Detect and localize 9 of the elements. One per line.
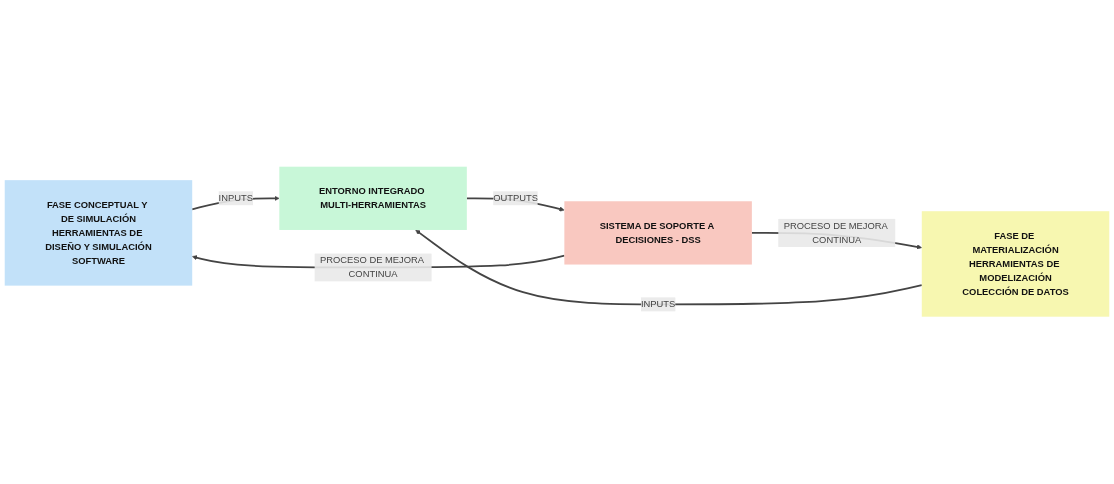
node-box: SISTEMA DE SOPORTE A DECISIONES - DSS (564, 201, 752, 265)
edge-label: INPUTS (218, 193, 253, 204)
node-box: ENTORNO INTEGRADO MULTI-HERRAMIENTAS (279, 167, 467, 231)
edge-label: PROCESO DE MEJORA CONTINUA (783, 220, 888, 245)
node-box: FASE DE MATERIALIZACIÓN HERRAMIENTAS DE MODELIZACIÓN COLECCIÓN DE DATOS (921, 211, 1110, 317)
edge-label: INPUTS (640, 299, 676, 310)
edge-label: OUTPUTS (493, 193, 538, 204)
node-box: FASE CONCEPTUAL Y DE SIMULACIÓN HERRAMIENTAS DE DISEÑO Y SIMULACIÓN SOFTWARE (4, 180, 193, 286)
edge-label: PROCESO DE MEJORA CONTINUA (319, 255, 424, 280)
